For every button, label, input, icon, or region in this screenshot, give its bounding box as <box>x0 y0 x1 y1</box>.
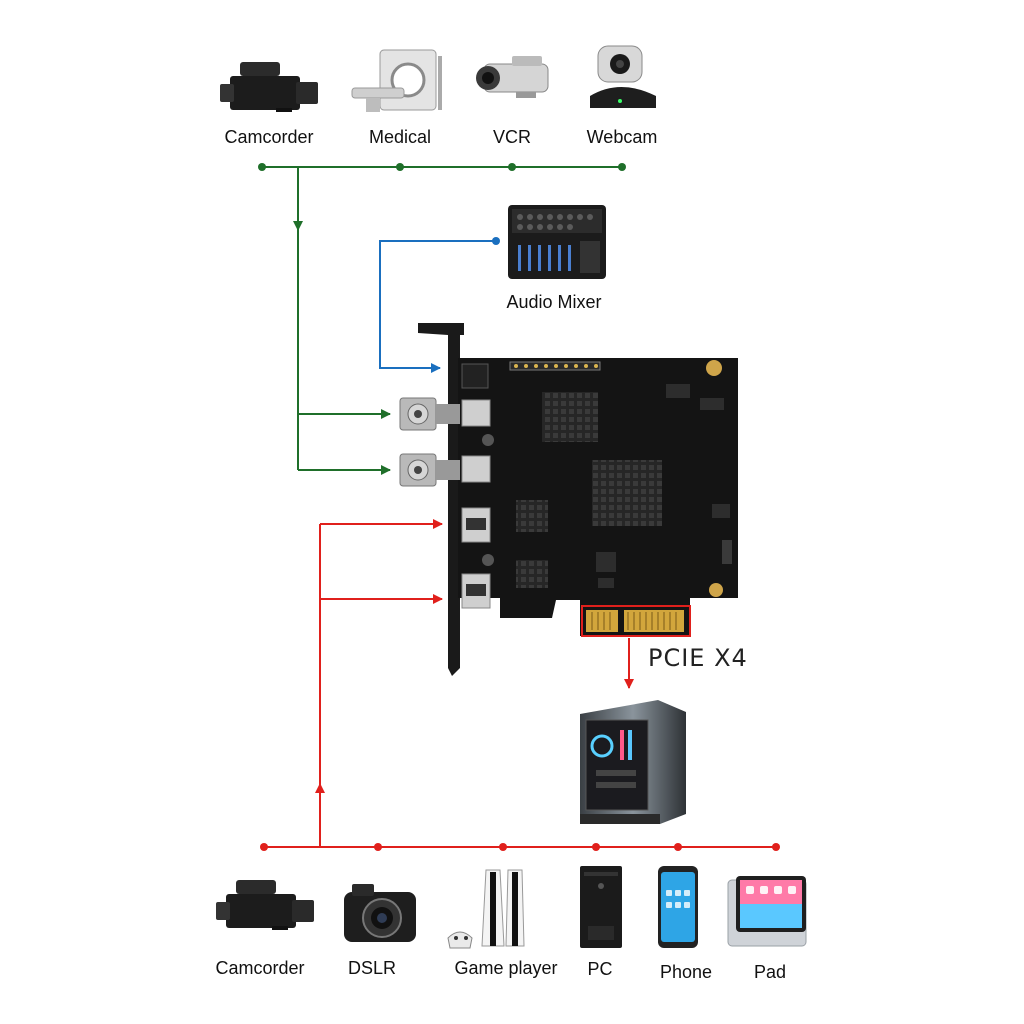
capture-card-icon <box>399 323 738 676</box>
green-node <box>618 163 626 171</box>
tablet-icon <box>727 876 807 947</box>
green-node <box>258 163 266 171</box>
top-source-label-medical: Medical <box>369 127 431 147</box>
top-source-label-vcr: VCR <box>493 127 531 147</box>
green-sdi-connectors <box>258 163 626 475</box>
red-node <box>374 843 382 851</box>
medical-scanner-icon <box>351 49 442 112</box>
mini-pc-icon <box>580 866 622 948</box>
blue-audio-connector <box>379 237 500 373</box>
bottom-source-label-game-player: Game player <box>454 958 557 978</box>
pcie-label: PCIE X4 <box>648 644 748 672</box>
audio-mixer-label: Audio Mixer <box>506 292 601 312</box>
pc-tower-icon <box>580 700 686 824</box>
bottom-source-label-pc: PC <box>587 959 612 979</box>
camcorder-icon <box>216 880 314 930</box>
red-node <box>260 843 268 851</box>
red-node <box>772 843 780 851</box>
bottom-source-label-pad: Pad <box>754 962 786 982</box>
green-node <box>396 163 404 171</box>
game-console-icon <box>447 869 525 949</box>
bottom-source-label-camcorder: Camcorder <box>215 958 304 978</box>
red-hdmi-connectors <box>260 519 780 851</box>
red-node <box>499 843 507 851</box>
top-source-label-webcam: Webcam <box>587 127 658 147</box>
red-node <box>592 843 600 851</box>
pcie-highlight-box <box>581 605 691 637</box>
dslr-camera-icon <box>344 884 416 942</box>
green-node <box>508 163 516 171</box>
red-node <box>674 843 682 851</box>
webcam-icon <box>590 45 656 108</box>
bottom-source-label-dslr: DSLR <box>348 958 396 978</box>
phone-icon <box>658 866 698 948</box>
vcr-camera-icon <box>476 56 549 98</box>
bottom-source-label-phone: Phone <box>660 962 712 982</box>
blue-arrow-audio <box>379 240 496 373</box>
top-source-label-camcorder: Camcorder <box>224 127 313 147</box>
camcorder-icon <box>220 62 318 112</box>
audio-mixer-icon <box>508 205 606 279</box>
